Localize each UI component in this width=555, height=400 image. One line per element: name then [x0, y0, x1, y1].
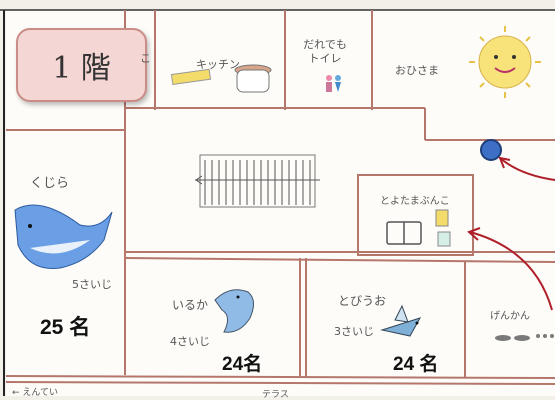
- stairs: [195, 154, 320, 208]
- room-label-entrance: げんかん: [490, 311, 530, 322]
- room-label-kitchen: キッチン: [196, 58, 240, 71]
- floor-badge: 1 階: [16, 28, 147, 102]
- flyingfish-icon: [380, 304, 422, 337]
- dolphin-icon: [214, 289, 254, 333]
- room-label-flyingfish: とびうお: [338, 294, 387, 308]
- direction-arrows: [467, 156, 555, 311]
- room-label-library: とよたまぶんこ: [380, 196, 450, 207]
- count-flyingfish: 24 名: [393, 354, 439, 375]
- count-whale: 25 名: [40, 316, 91, 339]
- library-icon: [386, 209, 451, 247]
- room-age-flyingfish: 3さいじ: [334, 325, 374, 338]
- label-garden: ← えんてい: [12, 388, 58, 398]
- shoes-icon: [495, 334, 554, 341]
- walls: [5, 10, 555, 385]
- room-label-toilet: だれでも トイレ: [303, 38, 347, 65]
- count-dolphin: 24名: [222, 354, 263, 375]
- room-age-whale: 5さいじ: [72, 278, 112, 291]
- toilet-icon: [326, 75, 341, 92]
- whale-icon: [14, 204, 113, 270]
- room-label-sun: おひさま: [395, 64, 439, 77]
- room-age-dolphin: 4さいじ: [170, 335, 210, 348]
- kitchen-icon: [170, 64, 272, 93]
- badge-edge-char: こ: [140, 52, 151, 65]
- label-terrace: テラス: [262, 390, 289, 400]
- room-label-dolphin: いるか: [172, 298, 209, 312]
- location-marker: [480, 139, 502, 161]
- sun-icon: [469, 26, 541, 98]
- room-label-whale: くじら: [30, 176, 70, 191]
